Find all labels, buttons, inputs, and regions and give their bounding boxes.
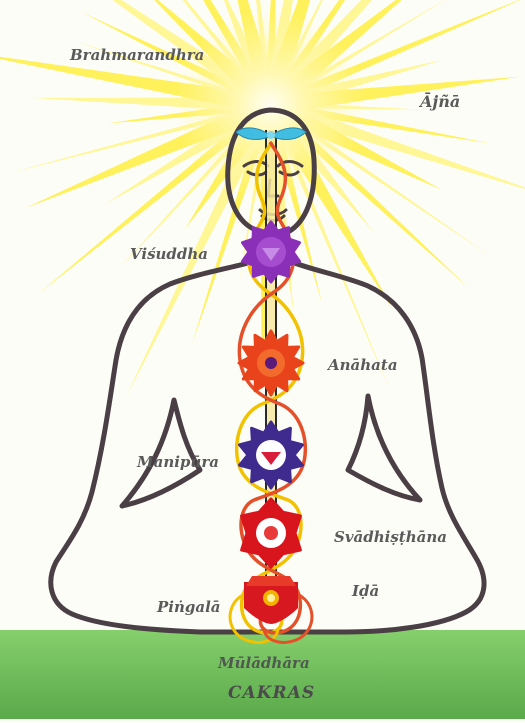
label-svadhisthana: Svādhiṣṭhāna — [334, 528, 447, 546]
caption-cakras: CAKRAS — [228, 683, 315, 703]
muladhara-chakra — [244, 576, 298, 624]
label-ida: Iḍā — [352, 582, 379, 600]
label-brahmarandhra: Brahmarandhra — [70, 46, 204, 64]
label-ajna: Ājñā — [420, 92, 460, 111]
label-muladhara: Mūlādhāra — [218, 654, 310, 672]
right-arm-outline — [348, 396, 420, 500]
label-manipura: Manipūra — [137, 453, 219, 471]
label-pingala: Piṅgalā — [157, 598, 221, 616]
label-anahata: Anāhata — [328, 356, 398, 374]
manipura-chakra — [240, 422, 303, 488]
label-visuddha: Viśuddha — [130, 245, 208, 263]
